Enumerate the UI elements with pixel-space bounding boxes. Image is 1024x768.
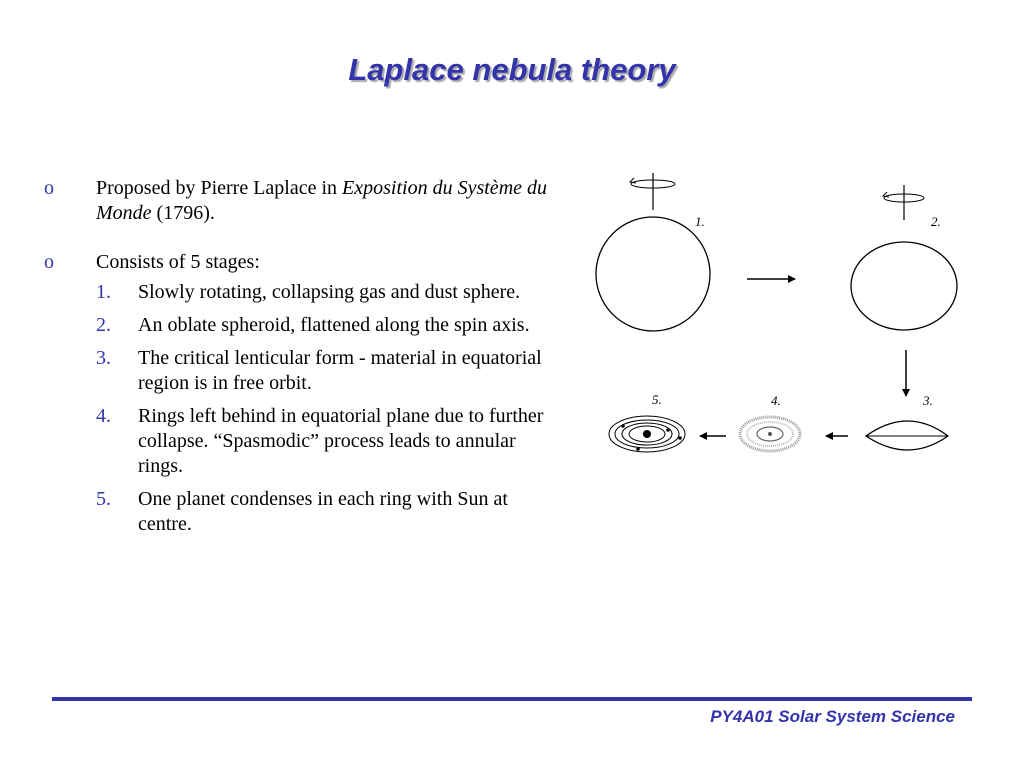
bullet-text-main: Proposed by Pierre Laplace in (96, 177, 343, 199)
stage-label-1: 1. (695, 214, 705, 229)
stage-label-2: 2. (931, 214, 941, 229)
stage-text: Slowly rotating, collapsing gas and dust… (138, 281, 521, 303)
stage-2-spheroid (850, 185, 958, 331)
bullet-marker: o (44, 177, 54, 199)
stage-item: 1. Slowly rotating, collapsing gas and du… (96, 280, 564, 305)
stage-1-sphere (595, 173, 711, 332)
bullet-stages: o Consists of 5 stages: (44, 250, 564, 275)
stage-number: 5. (96, 488, 111, 510)
stage-number: 2. (96, 314, 111, 336)
bullet-text-suffix: (1796). (151, 202, 215, 224)
stage-item: 2. An oblate spheroid, flattened along th… (96, 313, 564, 338)
stage-text: Rings left behind in equatorial plane du… (138, 405, 544, 477)
slide-title: Laplace nebula theory (348, 52, 676, 87)
stage-item: 5. One planet condenses in each ring with… (96, 487, 564, 537)
stage-label-3: 3. (922, 393, 933, 408)
stage-number: 4. (96, 405, 111, 427)
stage-text: An oblate spheroid, flattened along the … (138, 314, 530, 336)
stage-text: One planet condenses in each ring with S… (138, 488, 508, 535)
stage-label-4: 4. (771, 393, 781, 408)
slide-content: o Proposed by Pierre Laplace in Expositi… (44, 176, 564, 545)
stage-label-5: 5. (652, 392, 662, 407)
stage-3-lenticular (864, 420, 950, 451)
stage-item: 3. The critical lenticular form - materia… (96, 346, 564, 396)
stage-number: 3. (96, 347, 111, 369)
nebula-stages-diagram: 1. 2. 3. 4. 5. (595, 173, 958, 453)
stage-item: 4. Rings left behind in equatorial plane … (96, 404, 564, 479)
stage-list: 1. Slowly rotating, collapsing gas and du… (96, 280, 564, 537)
footer-divider (52, 697, 972, 701)
bullet-text: Consists of 5 stages: (96, 251, 260, 273)
stage-text: The critical lenticular form - material … (138, 347, 542, 394)
book-title: Exposition du Système du Monde (96, 177, 548, 224)
stage-4-rings (738, 415, 802, 453)
bullet-marker: o (44, 251, 54, 273)
footer-course-title: PY4A01 Solar System Science (710, 707, 955, 726)
stage-5-planets (608, 415, 686, 453)
bullet-proposed: o Proposed by Pierre Laplace in Expositi… (44, 176, 564, 226)
stage-number: 1. (96, 281, 111, 303)
bullet-text: Proposed by Pierre Laplace in Exposition… (96, 176, 564, 226)
